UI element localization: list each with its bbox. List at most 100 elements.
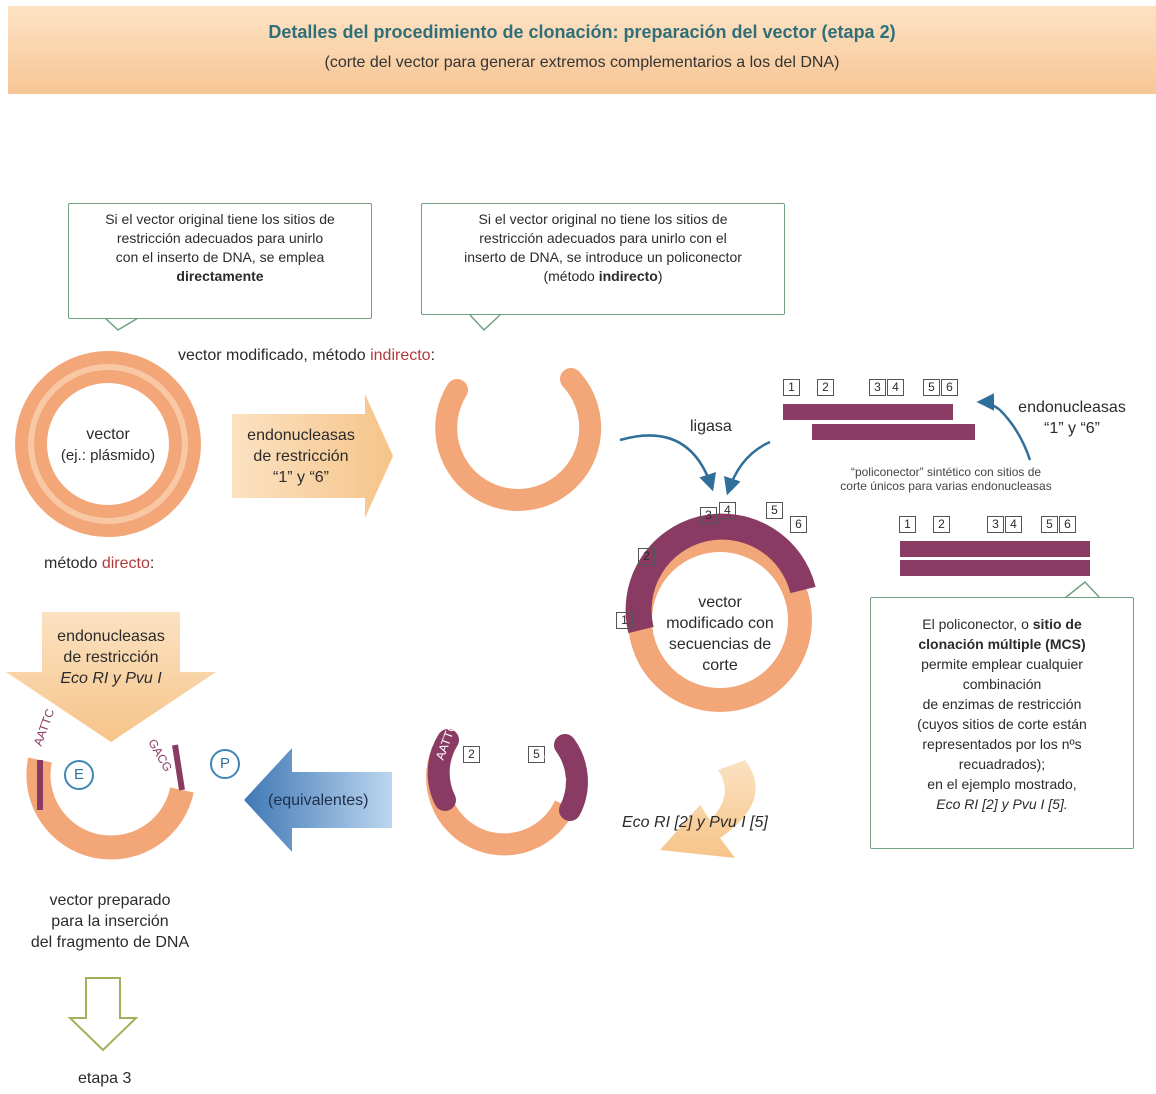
vector-ring-highlight bbox=[28, 364, 188, 524]
title-banner: Detalles del procedimiento de clonación:… bbox=[8, 6, 1156, 94]
eco-pvu-sites-label: Eco RI [2] y Pvu I [5] bbox=[622, 814, 768, 831]
mcs-bold: sitio de bbox=[1032, 616, 1082, 632]
mcs-line: recuadrados); bbox=[958, 756, 1046, 772]
eco-pvu-label: endonucleasas de restricción Eco RI y Pv… bbox=[36, 626, 186, 689]
vector-example: (ej.: plásmido) bbox=[60, 447, 156, 464]
mcs-line: representados por los nºs bbox=[922, 736, 1082, 752]
ligase-arrow-left bbox=[619, 434, 717, 492]
eco-line: endonucleasas bbox=[57, 628, 165, 645]
site-box: 3 bbox=[869, 379, 886, 396]
site-box: 5 bbox=[1041, 516, 1058, 533]
site-box: 4 bbox=[719, 502, 736, 519]
page-subtitle: (corte del vector para generar extremos … bbox=[324, 54, 840, 71]
callout-indirect-last: (método indirecto) bbox=[428, 267, 778, 286]
callout-indirect-method: Si el vector original no tiene los sitio… bbox=[421, 203, 785, 315]
mcs-line: El policonector, o sitio de bbox=[877, 614, 1127, 634]
arrow-to-etapa-3 bbox=[67, 977, 139, 1052]
ecori-marker-letter: E bbox=[73, 766, 84, 783]
site-box: 1 bbox=[783, 379, 800, 396]
callout-direct-bold: directamente bbox=[176, 268, 264, 284]
arrow-eco-pvu-cut bbox=[660, 760, 756, 858]
mod-vec-line: modificado con bbox=[666, 615, 774, 632]
eco-line: de restricción bbox=[63, 649, 159, 666]
callout-direct-line: con el inserto de DNA, se emplea bbox=[115, 249, 325, 265]
endo-line: “1” y “6” bbox=[273, 469, 329, 486]
heading-colon: : bbox=[430, 347, 436, 364]
prepared-vector-label: vector preparado para la inserción del f… bbox=[10, 890, 210, 953]
site-box: 1 bbox=[616, 612, 633, 629]
pvui-site-marker bbox=[210, 749, 240, 779]
mcs-text: El policonector, o bbox=[922, 616, 1033, 632]
site-box: 3 bbox=[987, 516, 1004, 533]
prep-line: para la inserción bbox=[51, 913, 169, 930]
ecori-site-marker bbox=[64, 760, 94, 790]
site-box: 4 bbox=[887, 379, 904, 396]
callout-indirect-line: restricción adecuados para unirlo con el bbox=[479, 230, 727, 246]
callout-mcs: El policonector, o sitio de clonación mú… bbox=[870, 597, 1134, 849]
endonucleases-right-label: endonucleasas “1” y “6” bbox=[1002, 397, 1142, 439]
site-box: 2 bbox=[933, 516, 950, 533]
arrow-endonucleases-1-6 bbox=[232, 394, 393, 518]
callout-indirect-post: ) bbox=[657, 268, 663, 284]
direct-method-label: método directo: bbox=[44, 553, 154, 574]
site-box: 1 bbox=[899, 516, 916, 533]
ligase-arrow-right bbox=[724, 440, 771, 496]
pvui-marker-letter: P bbox=[219, 755, 230, 772]
mod-vec-line: secuencias de bbox=[668, 636, 772, 653]
note-line: “policonector” sintético con sitios de bbox=[850, 465, 1042, 479]
site-box: 5 bbox=[528, 746, 545, 763]
endo-right-arrow bbox=[976, 393, 1001, 411]
note-line: corte únicos para varias endonucleasas bbox=[840, 479, 1052, 493]
endo-right-arrow-stem bbox=[999, 409, 1032, 461]
polylinker-strand-top-2 bbox=[812, 424, 975, 440]
direct-prefix: método bbox=[44, 555, 102, 572]
site-box: 3 bbox=[700, 507, 717, 524]
callout-indirect-bold: indirecto bbox=[598, 268, 658, 284]
arrow-eco-pvu-down bbox=[6, 612, 216, 742]
endo-right-line: endonucleasas bbox=[1018, 399, 1126, 416]
callout-tail-mcs bbox=[1064, 580, 1101, 599]
mcs-line: permite emplear cualquier bbox=[921, 656, 1083, 672]
callout-direct-line: restricción adecuados para unirlo bbox=[116, 230, 324, 246]
site-box: 4 bbox=[1005, 516, 1022, 533]
endo-line: endonucleasas bbox=[247, 427, 355, 444]
callout-indirect-pre: (método bbox=[543, 268, 599, 284]
modified-vector-heading: vector modificado, método indirecto: bbox=[178, 345, 435, 366]
prep-line: del fragmento de DNA bbox=[30, 934, 190, 951]
site-box: 2 bbox=[463, 746, 480, 763]
polylinker-strand-bottom-1 bbox=[900, 541, 1090, 557]
modified-vector-label: vector modificado con secuencias de cort… bbox=[660, 592, 780, 676]
endo-right-line: “1” y “6” bbox=[1044, 420, 1100, 437]
mcs-line: combinación bbox=[962, 676, 1042, 692]
callout-tail-indirect bbox=[469, 314, 501, 332]
mcs-line: (cuyos sitios de corte están bbox=[917, 716, 1087, 732]
direct-colon: : bbox=[149, 555, 155, 572]
arrow-equivalentes bbox=[244, 748, 392, 852]
site-box: 6 bbox=[941, 379, 958, 396]
page-title: Detalles del procedimiento de clonación:… bbox=[268, 22, 896, 42]
site-box: 2 bbox=[817, 379, 834, 396]
mcs-line: Eco RI [2] y Pvu I [5]. bbox=[936, 796, 1068, 812]
sticky-end-right bbox=[172, 744, 185, 791]
ligase-label: ligasa bbox=[690, 418, 732, 435]
inserted-polylinker-arc bbox=[625, 513, 816, 634]
polylinker-note: “policonector” sintético con sitios de c… bbox=[806, 465, 1086, 493]
polylinker-strand-bottom-2 bbox=[900, 560, 1090, 576]
eco-line: Eco RI y Pvu I bbox=[60, 670, 162, 687]
etapa-3-label: etapa 3 bbox=[78, 1070, 132, 1087]
site-box: 5 bbox=[923, 379, 940, 396]
vector-label-line: vector bbox=[86, 426, 130, 443]
endonucleases-label: endonucleasas de restricción “1” y “6” bbox=[226, 425, 376, 488]
site-box: 5 bbox=[766, 502, 783, 519]
opened-vector-arc bbox=[435, 368, 602, 511]
heading-indirect-word: indirecto bbox=[370, 347, 431, 364]
mcs-bold-line: clonación múltiple (MCS) bbox=[918, 636, 1086, 652]
endo-line: de restricción bbox=[253, 448, 349, 465]
callout-tail-direct bbox=[104, 317, 139, 331]
mod-vec-line: corte bbox=[702, 657, 738, 674]
prep-line: vector preparado bbox=[49, 892, 171, 909]
polylinker-strand-top-1 bbox=[783, 404, 953, 420]
callout-direct-method: Si el vector original tiene los sitios d… bbox=[68, 203, 372, 319]
callout-indirect-line: inserto de DNA, se introduce un policone… bbox=[464, 249, 742, 265]
